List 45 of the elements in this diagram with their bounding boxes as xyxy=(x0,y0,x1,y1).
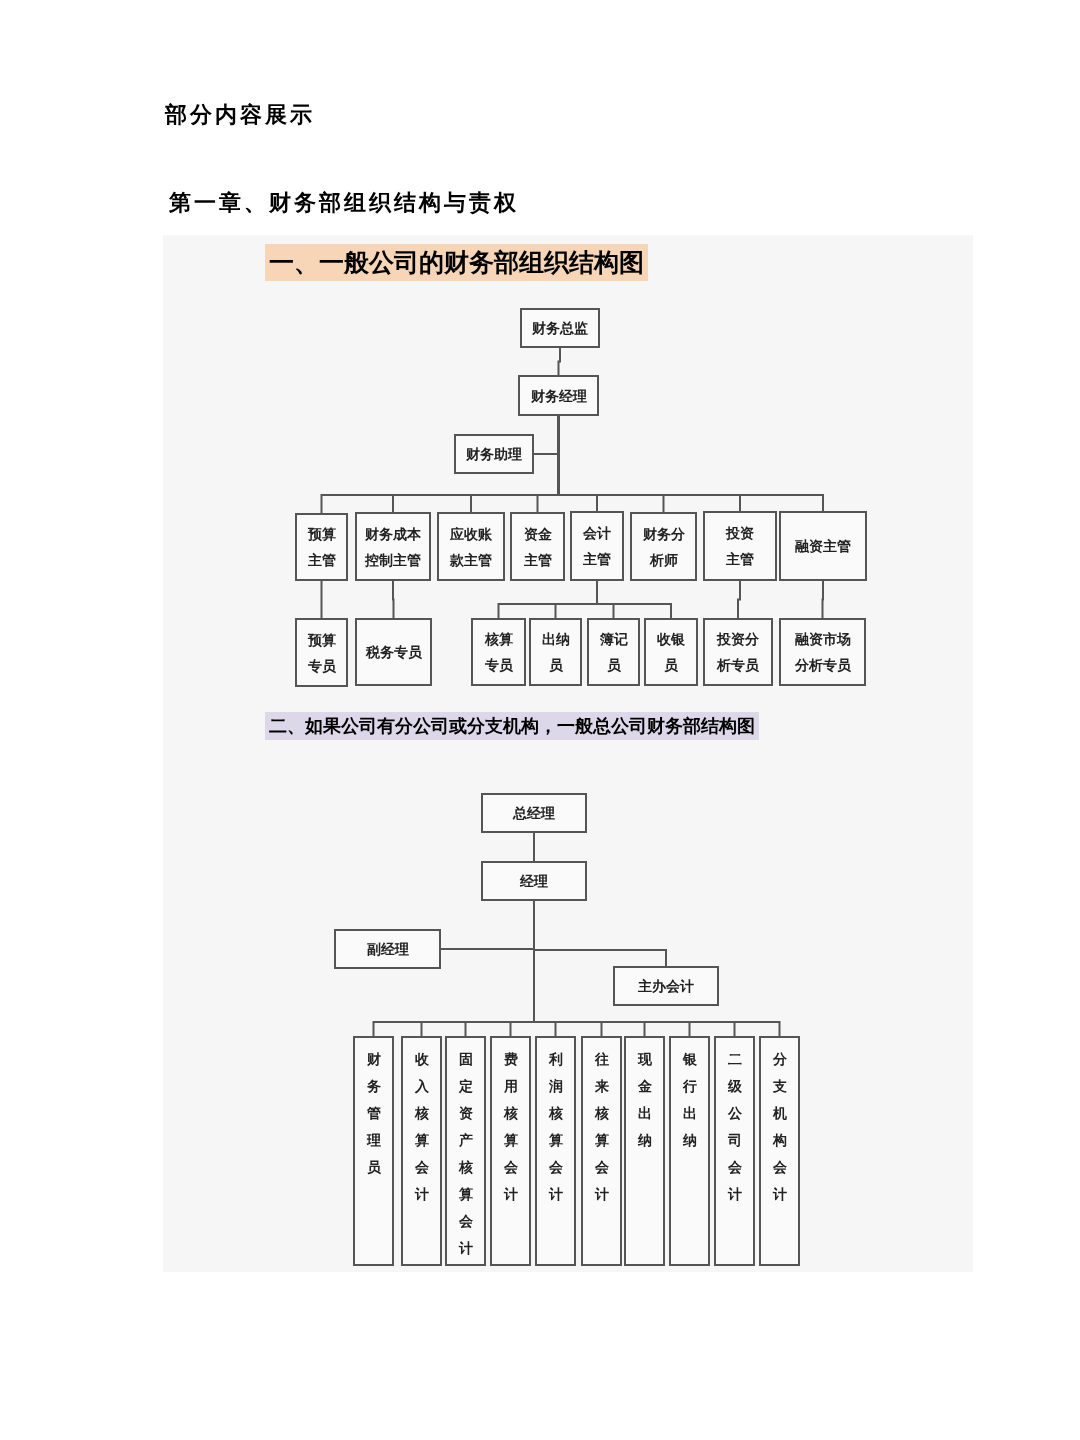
position-box: 副经理 xyxy=(334,929,441,969)
position-box: 总经理 xyxy=(481,793,587,833)
position-box: 会计主管 xyxy=(570,511,624,581)
position-box: 往来核算会计 xyxy=(581,1036,622,1266)
position-box: 财务分析师 xyxy=(630,512,697,581)
position-box: 经理 xyxy=(481,861,587,901)
position-box: 收银员 xyxy=(644,618,698,686)
position-box: 应收账款主管 xyxy=(437,512,505,581)
position-box: 投资分析专员 xyxy=(703,618,773,686)
position-box: 财务总监 xyxy=(520,308,600,348)
position-box: 簿记员 xyxy=(587,618,640,686)
connector-line xyxy=(533,832,535,862)
position-box: 投资主管 xyxy=(703,511,777,581)
connector-line xyxy=(557,347,561,376)
connector-line xyxy=(821,580,824,619)
connector-line xyxy=(596,580,672,619)
position-box: 主办会计 xyxy=(613,966,719,1006)
position-box: 财务经理 xyxy=(518,375,599,416)
position-box: 利润核算会计 xyxy=(535,1036,576,1266)
position-box: 银行出纳 xyxy=(669,1036,710,1266)
position-box: 财务管理员 xyxy=(353,1036,394,1266)
position-box: 二级公司会计 xyxy=(714,1036,755,1266)
page-title: 部分内容展示 xyxy=(165,101,315,129)
position-box: 核算专员 xyxy=(471,618,526,686)
position-box: 融资主管 xyxy=(779,511,867,581)
position-box: 预算专员 xyxy=(295,618,348,687)
chart-heading: 二、如果公司有分公司或分支机构，一般总公司财务部结构图 xyxy=(265,712,759,740)
position-box: 收入核算会计 xyxy=(401,1036,442,1266)
position-box: 固定资产核算会计 xyxy=(445,1036,486,1266)
section-heading: 第一章、财务部组织结构与责权 xyxy=(168,189,520,217)
position-box: 资金主管 xyxy=(510,512,565,581)
position-box: 费用核算会计 xyxy=(490,1036,531,1266)
position-box: 现金出纳 xyxy=(624,1036,665,1266)
position-box: 分支机构会计 xyxy=(759,1036,800,1266)
connector-line xyxy=(392,580,395,619)
connector-line xyxy=(557,415,824,512)
position-box: 财务成本控制主管 xyxy=(355,512,431,581)
position-box: 融资市场分析专员 xyxy=(779,618,866,686)
connector-line xyxy=(320,580,323,619)
position-box: 出纳员 xyxy=(529,618,582,686)
position-box: 财务助理 xyxy=(454,434,534,474)
connector-line xyxy=(737,580,741,619)
position-box: 预算主管 xyxy=(295,513,348,581)
position-box: 税务专员 xyxy=(355,618,432,686)
chart-heading: 一、一般公司的财务部组织结构图 xyxy=(265,244,648,281)
